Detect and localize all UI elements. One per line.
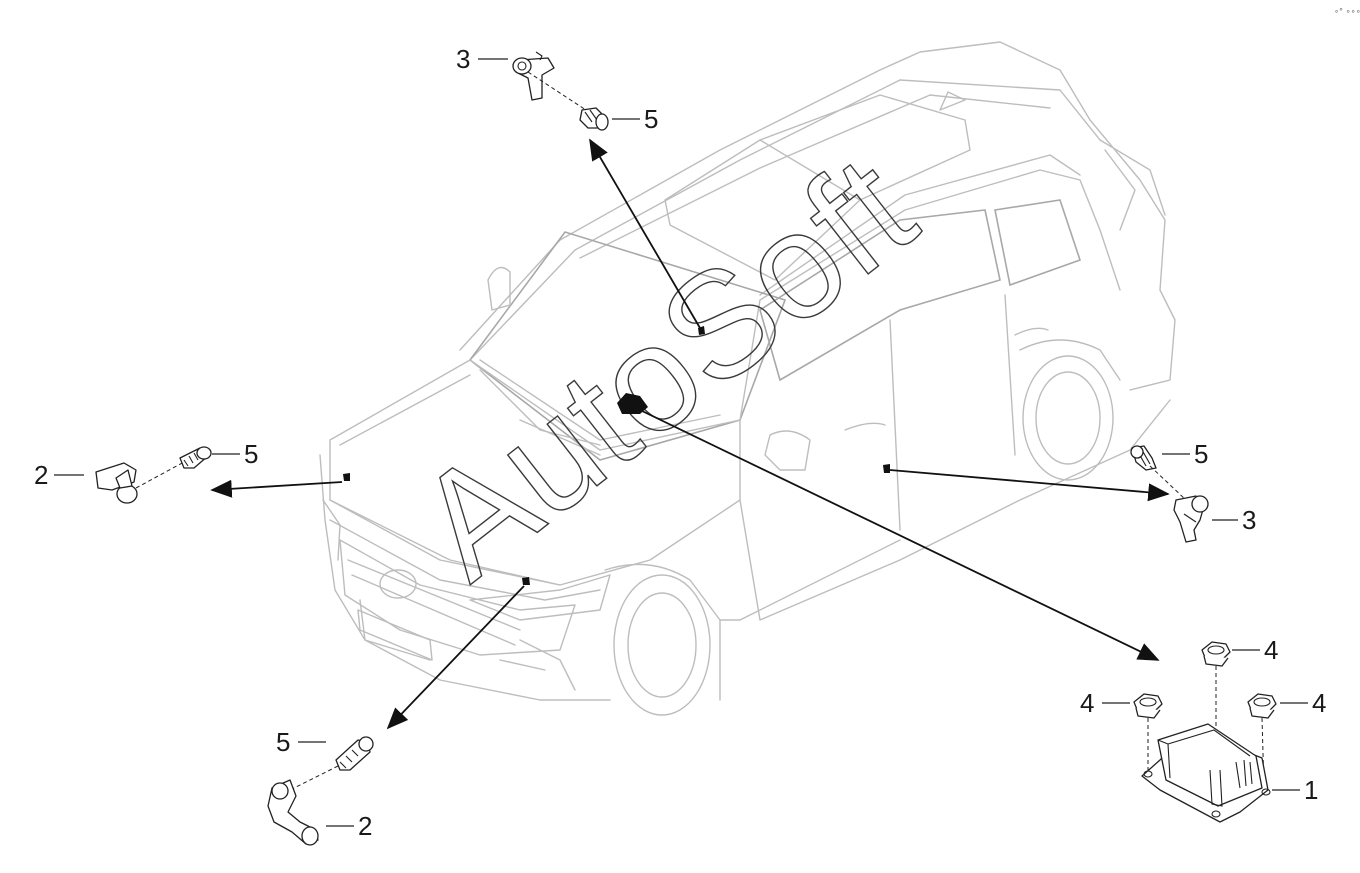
arrow-to-front-sensor	[386, 585, 525, 730]
bolt-left-part-5	[179, 446, 212, 469]
sensor-assembly-bottom	[267, 736, 374, 846]
arrow-to-top-sensor	[589, 138, 701, 329]
callout-2-left: 2	[34, 460, 48, 490]
sensor-assembly-right	[1130, 445, 1209, 543]
bolt-bottom-part-5	[335, 736, 374, 771]
side-impact-sensor-top-part-3	[512, 51, 555, 101]
sensor-mount-marks	[343, 326, 890, 585]
airbag-control-module-part-1	[1141, 723, 1271, 823]
sensor-assembly-left	[95, 446, 212, 504]
mount-mark-right	[883, 464, 890, 473]
airbag-module-mark	[617, 393, 648, 414]
callout-3-top: 3	[456, 44, 470, 74]
mount-mark-top	[698, 326, 705, 335]
callout-leaders	[54, 58, 1308, 827]
nut-right-part-4	[1247, 693, 1277, 719]
nut-top-part-4	[1201, 641, 1231, 667]
callout-4-right: 4	[1312, 688, 1326, 718]
front-impact-sensor-left-part-2	[95, 462, 138, 504]
nut-left-part-4	[1133, 693, 1163, 719]
callout-3-right: 3	[1242, 505, 1256, 535]
callout-1: 1	[1304, 775, 1318, 805]
vehicle-outline	[319, 41, 1176, 716]
location-arrows	[210, 138, 1170, 730]
front-impact-sensor-bottom-part-2	[267, 779, 319, 846]
callout-labels: 3 5 2 5 5 3 4 4 4 1 5 2	[34, 44, 1326, 841]
airbag-control-module-assembly	[1133, 641, 1277, 823]
callout-5-bottom: 5	[276, 727, 290, 757]
arrow-to-airbag-module	[639, 409, 1160, 661]
callout-5-top: 5	[644, 104, 658, 134]
callout-5-right: 5	[1194, 439, 1208, 469]
callout-5-left: 5	[244, 439, 258, 469]
corner-mark: ∘° ∘∘∘	[1334, 7, 1360, 16]
callout-4-top: 4	[1264, 635, 1278, 665]
bolt-top-part-5	[579, 107, 609, 131]
sensor-assembly-top	[512, 51, 609, 131]
bolt-right-part-5	[1130, 445, 1157, 471]
arrow-to-right-sensor	[889, 469, 1170, 502]
callout-4-left: 4	[1080, 688, 1094, 718]
mount-mark-front	[522, 577, 530, 585]
watermark: AutoSoft	[386, 124, 943, 611]
mount-mark-left	[343, 473, 350, 481]
arrow-to-left-sensor	[210, 479, 343, 498]
callout-2-bottom: 2	[358, 811, 372, 841]
side-impact-sensor-right-part-3	[1173, 495, 1209, 543]
